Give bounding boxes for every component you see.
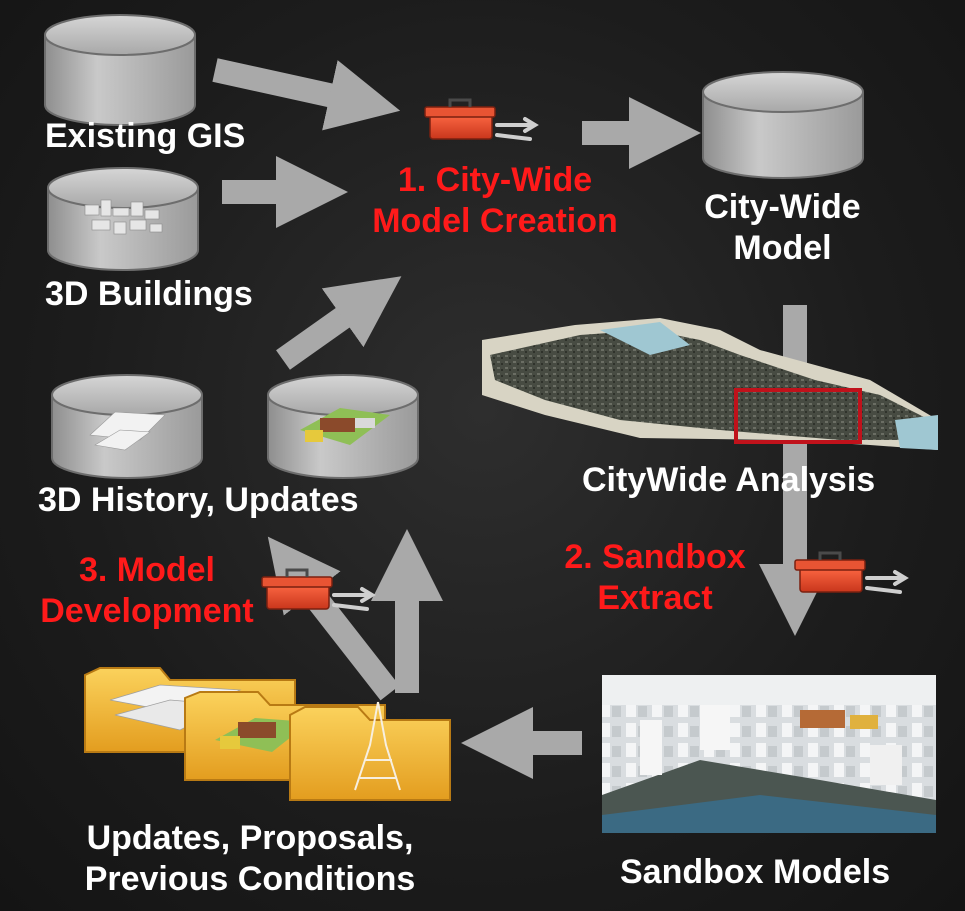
database-icon: [702, 71, 864, 179]
selection-box: [734, 388, 862, 444]
3d-buildings-label: 3D Buildings: [45, 275, 253, 313]
buildings-thumbnail: [84, 199, 163, 235]
eiffel-tower-icon: [354, 701, 401, 791]
existing-gis-label: Existing GIS: [45, 117, 246, 155]
step2-line2: Extract: [597, 579, 713, 618]
step3-line1: 3. Model: [78, 551, 216, 589]
arrows: [212, 58, 831, 779]
toolbox-icon: [424, 98, 539, 141]
database-icon: [47, 167, 199, 271]
step3-label: 3. Model Development: [2, 550, 292, 633]
arrow-gis-to-creation: [212, 58, 401, 131]
citywide-line1: City-Wide: [704, 188, 861, 226]
toolbox-icon: [794, 551, 909, 594]
sandbox-render-image: [602, 675, 936, 833]
folders-line1: Updates, Proposals,: [86, 819, 414, 857]
step1-line1: 1. City-Wide: [397, 161, 593, 199]
citywide-line2: Model: [733, 229, 832, 268]
step1-line2: Model Creation: [372, 202, 618, 241]
updates-thumbnail: [300, 408, 390, 445]
citywide-model-label: City-Wide Model: [680, 187, 885, 270]
history-updates-label: 3D History, Updates: [38, 481, 359, 519]
folders-label: Updates, Proposals, Previous Conditions: [40, 818, 460, 901]
folder-icon: [289, 701, 451, 801]
database-icon: [44, 14, 196, 126]
folders-line2: Previous Conditions: [84, 860, 416, 899]
toolbox-icon: [261, 568, 376, 611]
database-icon: [267, 374, 419, 479]
step2-label: 2. Sandbox Extract: [540, 537, 770, 620]
citywide-analysis-label: CityWide Analysis: [582, 461, 876, 499]
arrow-history-to-creation: [276, 276, 402, 370]
step3-line2: Development: [40, 592, 254, 631]
city-map-image: [482, 318, 938, 450]
step2-line1: 2. Sandbox: [564, 538, 746, 576]
step1-label: 1. City-Wide Model Creation: [345, 160, 645, 243]
history-thumbnail: [89, 411, 166, 451]
sandbox-models-label: Sandbox Models: [620, 853, 891, 891]
database-icon: [51, 374, 203, 479]
